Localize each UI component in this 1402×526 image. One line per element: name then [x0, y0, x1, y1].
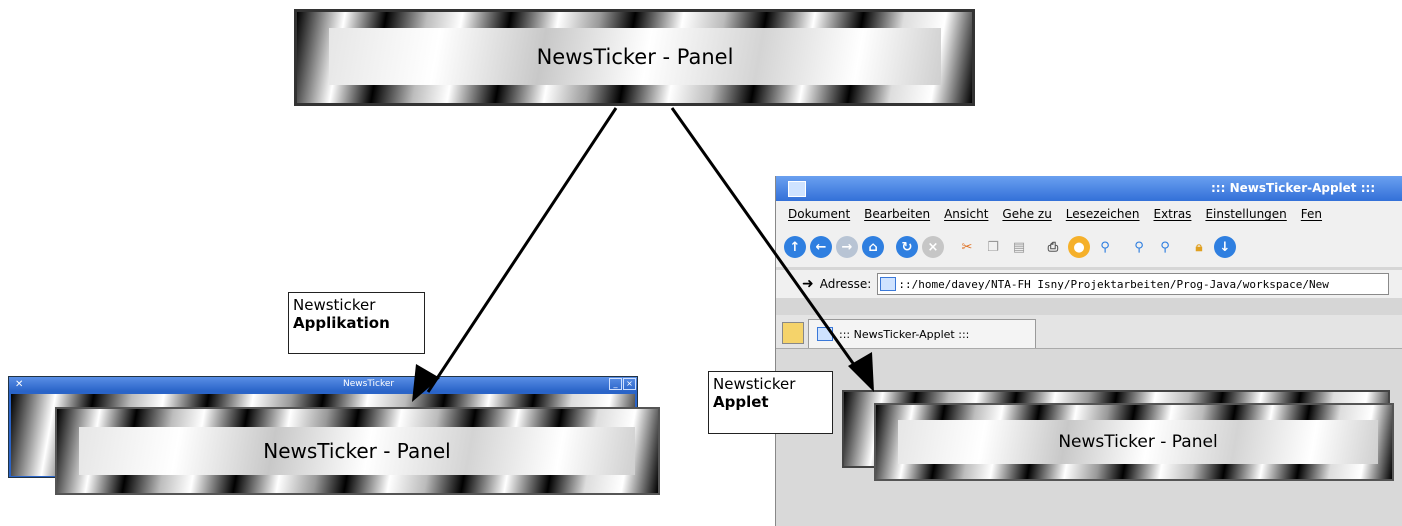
menu-fenster[interactable]: Fen	[1300, 207, 1323, 221]
application-panel-label: NewsTicker - Panel	[263, 439, 451, 463]
application-titlebar: ✕ NewsTicker _ ×	[9, 377, 637, 391]
applet-panel-label-area: NewsTicker - Panel	[898, 420, 1378, 464]
application-panel-label-area: NewsTicker - Panel	[79, 427, 635, 475]
lock-icon[interactable]: 🔒︎	[1188, 236, 1210, 258]
browser-menubar: Dokument Bearbeiten Ansicht Gehe zu Lese…	[776, 201, 1402, 227]
browser-tab-bar: ::: NewsTicker-Applet :::	[776, 315, 1402, 348]
minimize-button[interactable]: _	[609, 378, 622, 390]
menu-einstellungen[interactable]: Einstellungen	[1205, 207, 1287, 221]
stop-icon[interactable]: ×	[922, 236, 944, 258]
application-note: Newsticker Applikation	[288, 292, 425, 354]
menu-gehe-zu[interactable]: Gehe zu	[1002, 207, 1052, 221]
tab-label: ::: NewsTicker-Applet :::	[839, 327, 970, 341]
application-window-icon: ✕	[15, 378, 24, 390]
applet-note-line2: Applet	[713, 393, 769, 411]
applet-note-line1: Newsticker	[713, 375, 796, 393]
forward-icon[interactable]: →	[836, 236, 858, 258]
application-note-line2: Applikation	[293, 314, 390, 332]
menu-extras[interactable]: Extras	[1153, 207, 1192, 221]
cut-icon[interactable]: ✂	[956, 236, 978, 258]
address-label: Adresse:	[819, 277, 872, 291]
browser-titlebar: ::: NewsTicker-Applet :::	[776, 176, 1402, 201]
browser-address-bar: ➜ Adresse: ::/home/davey/NTA-FH Isny/Pro…	[776, 270, 1402, 298]
home-icon[interactable]: ⌂	[862, 236, 884, 258]
browser-app-icon	[788, 180, 806, 197]
applet-panel-label: NewsTicker - Panel	[1058, 432, 1218, 452]
new-tab-icon[interactable]	[782, 322, 804, 344]
application-window-title: NewsTicker	[343, 379, 395, 389]
applet-note: Newsticker Applet	[708, 371, 833, 434]
menu-ansicht[interactable]: Ansicht	[944, 207, 989, 221]
menu-dokument[interactable]: Dokument	[788, 207, 851, 221]
arrow-to-applet	[670, 107, 864, 377]
plugin-icon[interactable]: ●	[1068, 236, 1090, 258]
zoom-out-icon[interactable]: ⚲	[1154, 236, 1176, 258]
paste-icon[interactable]: ▤	[1008, 236, 1030, 258]
browser-toolbar: ↑ ← → ⌂ ↻ × ✂ ❐ ▤ ⎙ ● ⚲ ⚲ ⚲ 🔒︎ ↓	[776, 227, 1402, 267]
copy-icon[interactable]: ❐	[982, 236, 1004, 258]
address-field[interactable]: ::/home/davey/NTA-FH Isny/Projektarbeite…	[877, 273, 1390, 295]
up-icon[interactable]: ↑	[784, 236, 806, 258]
menu-lesezeichen[interactable]: Lesezeichen	[1065, 207, 1140, 221]
reload-icon[interactable]: ↻	[896, 236, 918, 258]
browser-title: ::: NewsTicker-Applet :::	[1211, 181, 1376, 195]
address-page-icon	[880, 277, 897, 291]
close-button[interactable]: ×	[623, 378, 636, 390]
arrow-to-applet-head	[848, 352, 874, 392]
top-newsticker-panel: NewsTicker - Panel	[294, 9, 975, 106]
tab-newsticker-applet[interactable]: ::: NewsTicker-Applet :::	[808, 319, 1036, 348]
menu-bearbeiten[interactable]: Bearbeiten	[864, 207, 931, 221]
applet-newsticker-panel: NewsTicker - Panel	[874, 403, 1394, 481]
print-icon[interactable]: ⎙	[1042, 236, 1064, 258]
top-panel-label: NewsTicker - Panel	[536, 44, 734, 69]
address-value: ::/home/davey/NTA-FH Isny/Projektarbeite…	[898, 277, 1329, 291]
application-note-line1: Newsticker	[293, 296, 376, 314]
application-newsticker-panel: NewsTicker - Panel	[55, 407, 660, 495]
arrow-to-application-head	[412, 364, 440, 402]
zoom-in-icon[interactable]: ⚲	[1128, 236, 1150, 258]
download-icon[interactable]: ↓	[1214, 236, 1236, 258]
location-tag-icon: ➜	[802, 276, 814, 292]
top-panel-label-area: NewsTicker - Panel	[329, 28, 941, 85]
back-icon[interactable]: ←	[810, 236, 832, 258]
arrow-to-application	[426, 107, 618, 393]
find-icon[interactable]: ⚲	[1094, 236, 1116, 258]
